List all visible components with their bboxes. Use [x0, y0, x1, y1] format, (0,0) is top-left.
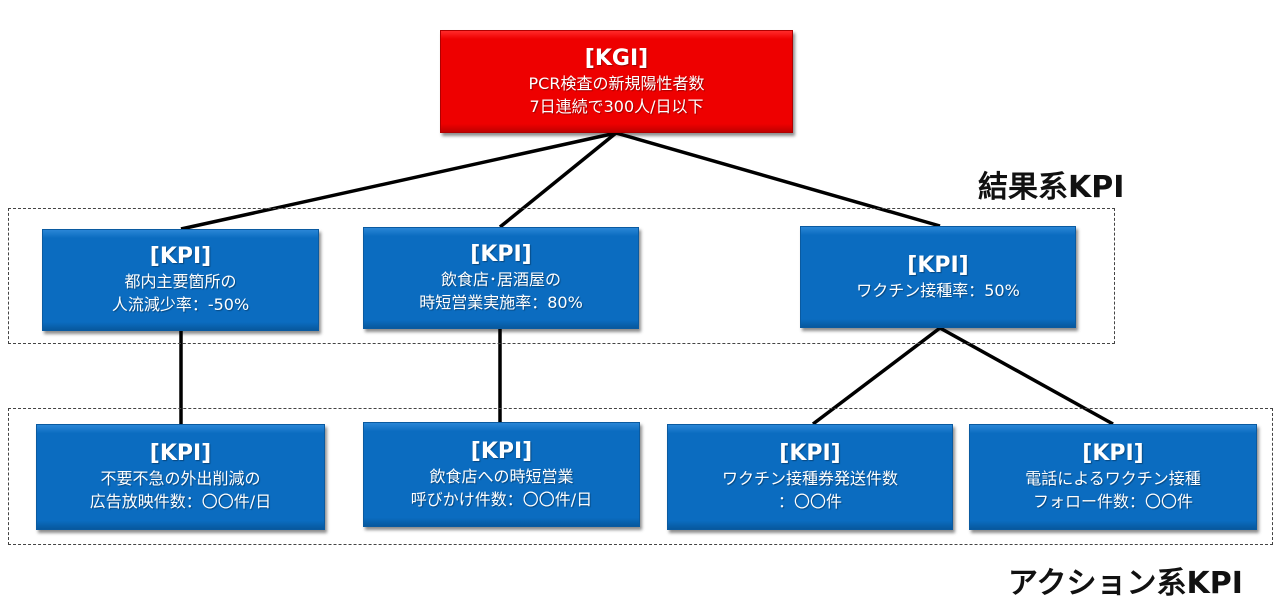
kgi-line: 7日連続で300人/日以下	[529, 96, 704, 116]
connector-kgi-kpi2	[498, 131, 618, 229]
kpi-tag: [KPI]	[149, 441, 212, 466]
action-kpi-box: [KPI] 飲食店への時短営業 呼びかけ件数：〇〇件/日	[363, 422, 640, 527]
kpi-line: 飲食店･居酒屋の	[440, 270, 561, 289]
action-kpi-label: アクション系KPI	[1008, 566, 1243, 601]
kpi-line: 都内主要箇所の	[124, 272, 237, 291]
result-kpi-box: [KPI] 都内主要箇所の 人流減少率：-50%	[42, 229, 319, 331]
kgi-box: [KGI] PCR検査の新規陽性者数 7日連続で300人/日以下	[440, 30, 793, 133]
kgi-tag: [KGI]	[584, 45, 649, 71]
kpi-line: 人流減少率：-50%	[111, 295, 250, 314]
kpi-line: 飲食店への時短営業	[429, 466, 574, 486]
connector-kgi-kpi3	[615, 131, 941, 228]
action-kpi-group	[8, 408, 1273, 545]
result-kpi-label: 結果系KPI	[978, 170, 1125, 205]
kpi-tag: [KPI]	[149, 244, 212, 269]
result-kpi-group	[8, 208, 1115, 344]
action-kpi-box: [KPI] ワクチン接種券発送件数 ：〇〇件	[667, 424, 953, 530]
kpi-line: 呼びかけ件数：〇〇件/日	[410, 489, 593, 509]
kpi-line: 広告放映件数：〇〇件/日	[89, 492, 272, 511]
action-kpi-box: [KPI] 不要不急の外出削減の 広告放映件数：〇〇件/日	[36, 424, 325, 530]
kpi-tag: [KPI]	[470, 438, 533, 464]
kpi-tag: [KPI]	[907, 252, 969, 278]
kpi-line: ワクチン接種券発送件数	[721, 469, 898, 488]
kgi-line: PCR検査の新規陽性者数	[528, 73, 705, 93]
kpi-tag: [KPI]	[1082, 441, 1144, 466]
kpi-line: ：〇〇件	[777, 492, 842, 511]
kpi-tag: [KPI]	[470, 242, 532, 267]
kpi-tag: [KPI]	[779, 441, 841, 466]
connector-kgi-kpi1	[180, 131, 617, 231]
kpi-line: フォロー件数：〇〇件	[1032, 492, 1193, 511]
result-kpi-box: [KPI] 飲食店･居酒屋の 時短営業実施率：80%	[363, 227, 639, 329]
kpi-line: 電話によるワクチン接種	[1025, 469, 1201, 488]
kpi-line: 時短営業実施率：80%	[419, 293, 583, 312]
kpi-line: ワクチン接種率：50%	[856, 280, 1020, 300]
result-kpi-box: [KPI] ワクチン接種率：50%	[800, 226, 1076, 328]
action-kpi-box: [KPI] 電話によるワクチン接種 フォロー件数：〇〇件	[969, 424, 1257, 530]
kpi-line: 不要不急の外出削減の	[100, 469, 261, 488]
